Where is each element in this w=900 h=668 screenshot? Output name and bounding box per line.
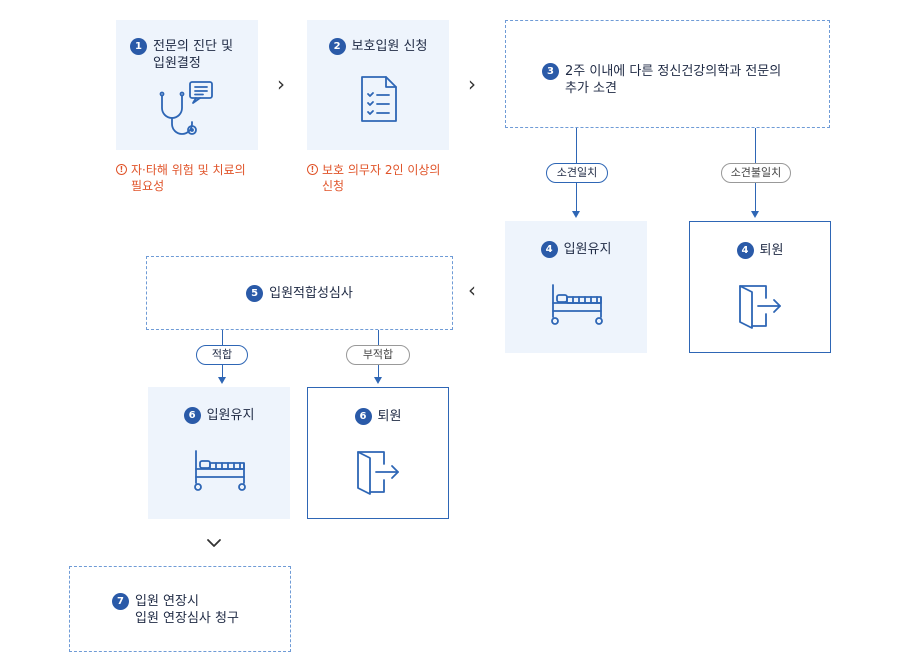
warning-line2: 필요성	[131, 179, 165, 193]
step4-stay-label: 입원유지	[563, 242, 612, 257]
step2-title: 2 보호입원 신청	[307, 38, 449, 55]
warning-icon: !	[307, 164, 318, 175]
step6-discharge-title: 6 퇴원	[308, 408, 448, 425]
step4-stay-box: 4 입원유지	[505, 221, 647, 353]
branch-fit-label: 적합	[196, 345, 248, 365]
step-number: 5	[246, 285, 264, 302]
chevron-left-icon: ‹	[468, 278, 476, 302]
step5-title: 5 입원적합성심사	[147, 285, 452, 302]
step-number: 3	[542, 63, 559, 80]
step5-label: 입원적합성심사	[269, 286, 353, 301]
step6-stay-box: 6 입원유지	[148, 387, 290, 519]
step6-discharge-label: 퇴원	[377, 409, 402, 424]
branch-unfit-label: 부적합	[346, 345, 410, 365]
step7-line2: 입원 연장심사 청구	[135, 611, 239, 626]
hospital-bed-icon	[551, 284, 603, 325]
exit-door-icon	[357, 451, 399, 495]
warning-icon: !	[116, 164, 127, 175]
step3-line1: 2주 이내에 다른 정신건강의학과 전문의	[565, 64, 782, 79]
step2-label: 보호입원 신청	[351, 39, 428, 54]
warning-line1: 자·타해 위험 및 치료의	[131, 163, 246, 177]
branch-disagree-label: 소견불일치	[721, 163, 791, 183]
stethoscope-icon	[159, 81, 213, 135]
step-number: 4	[736, 242, 754, 259]
exit-door-icon	[739, 285, 781, 329]
step-number: 4	[540, 241, 558, 258]
chevron-right-icon: ›	[468, 72, 476, 96]
step4-discharge-title: 4 퇴원	[690, 242, 830, 259]
step-number: 6	[183, 407, 201, 424]
step5-box: 5 입원적합성심사	[146, 256, 453, 330]
step1-line1: 전문의 진단 및	[153, 39, 234, 54]
step4-discharge-label: 퇴원	[759, 243, 784, 258]
warning-line2: 신청	[322, 179, 345, 193]
step3-line2: 추가 소견	[565, 81, 617, 96]
step4-stay-title: 4 입원유지	[505, 241, 647, 258]
step4-discharge-box: 4 퇴원	[689, 221, 831, 353]
arrow-down-icon	[374, 377, 382, 384]
document-checklist-icon	[361, 76, 397, 122]
step-number: 6	[354, 408, 372, 425]
hospital-bed-icon	[194, 450, 246, 491]
step1-line2: 입원결정	[153, 56, 201, 71]
step7-line1: 입원 연장시	[135, 594, 199, 609]
step6-stay-title: 6 입원유지	[148, 407, 290, 424]
step6-stay-label: 입원유지	[206, 408, 255, 423]
step2-box: 2 보호입원 신청	[307, 20, 449, 150]
step6-discharge-box: 6 퇴원	[307, 387, 449, 519]
arrow-down-icon	[572, 211, 580, 218]
arrow-down-icon	[218, 377, 226, 384]
step-number: 1	[130, 38, 147, 55]
warning-line1: 보호 의무자 2인 이상의	[322, 163, 441, 177]
chevron-down-icon	[207, 539, 221, 547]
chevron-right-icon: ›	[277, 72, 285, 96]
step-number: 7	[112, 593, 129, 610]
arrow-down-icon	[751, 211, 759, 218]
step-number: 2	[328, 38, 346, 55]
branch-agree-label: 소견일치	[546, 163, 608, 183]
